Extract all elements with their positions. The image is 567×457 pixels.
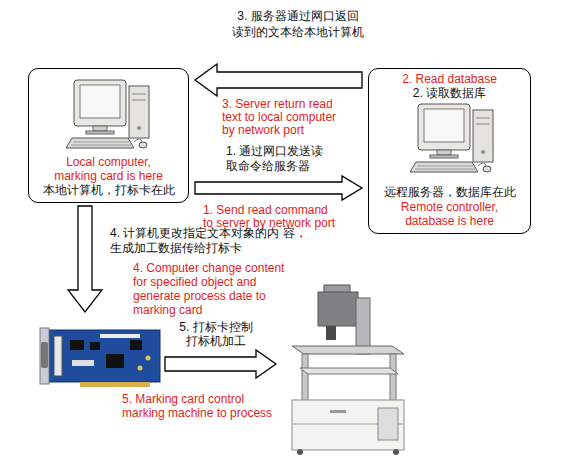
illustration-part [138,366,143,371]
illustration-part [100,334,140,338]
illustration-part [390,354,396,402]
illustration-part [130,340,142,350]
illustration-part [318,292,358,326]
illustration-part [326,326,336,340]
step-note-zh: 1. 通过网口发送读 取命令给服务器 [226,144,352,174]
illustration-part [292,400,404,450]
step-note-zh: 5. 打标卡控制 打标机加工 [168,320,264,348]
box-text: 本地计算机，打标卡在此 [35,183,182,198]
illustration-part [297,449,303,455]
hollow-arrow [195,64,362,96]
illustration-part [302,354,308,402]
local-computer-box: Local computer, marking card is here本地计算… [28,68,189,203]
marking-card [40,328,160,387]
illustration-part [330,410,346,413]
down-arrow [68,206,102,312]
step-note-en: 4. Computer change content for specified… [133,261,293,317]
illustration-part [54,336,62,376]
remote-server-box: 2. Read database2. 读取数据库远程服务器，数据库在此Remot… [368,68,531,234]
illustration-part [90,342,100,350]
illustration-part [146,356,151,361]
hollow-arrow [195,176,362,200]
box-text: Local computer, marking card is here [52,155,166,183]
step-note-en: 5. Marking card control marking machine … [122,392,277,420]
illustration-part [106,354,124,368]
box-text: 2. 读取数据库 [375,86,524,101]
illustration-part [393,449,399,455]
step-note-en: 3. Server return read text to local comp… [222,98,350,137]
illustration-part [70,340,84,350]
illustration-part [80,382,150,387]
marking-machine [292,285,404,455]
step-note-zh: 3. 服务器通过网口返回 读到的文本给本地计算机 [222,8,374,40]
box-text: 远程服务器，数据库在此 [375,185,524,200]
remote-computer-icon [410,104,493,172]
illustration-part [378,408,398,440]
illustration-part [48,330,160,382]
illustration-part [41,342,48,368]
illustration-part [72,360,94,366]
illustration-part [40,328,49,384]
box-text: Remote controller, database is here [391,200,509,228]
illustration-part [300,368,398,374]
step-note-zh: 4. 计算机更改指定文本对象的内 容，生成加工数据传给打标卡 [110,226,310,256]
box-text: 2. Read database [375,72,524,86]
illustration-part [292,346,404,354]
right-arrow [165,350,276,378]
local-computer-icon [66,80,149,148]
